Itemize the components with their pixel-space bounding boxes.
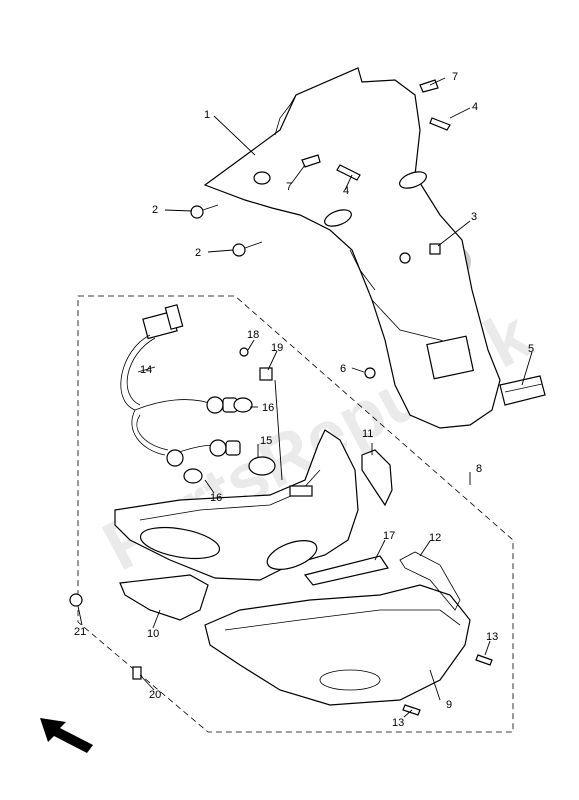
tail-light-housing <box>114 429 359 581</box>
callout-4: 4 <box>343 185 349 197</box>
callout-6: 6 <box>340 363 346 375</box>
callout-2: 2 <box>152 204 158 216</box>
rear-fender <box>203 67 501 429</box>
callout-2: 2 <box>195 247 201 259</box>
callout-16: 16 <box>262 402 274 414</box>
assembly-boundary <box>77 295 514 733</box>
reflector <box>499 375 546 406</box>
bulb-socket-middle <box>209 439 276 476</box>
bulb-socket-lower <box>166 449 203 484</box>
lens-cover <box>119 574 209 621</box>
nut-21 <box>69 593 83 607</box>
callout-7: 7 <box>286 181 292 193</box>
wiring-harness <box>120 304 216 456</box>
callout-14: 14 <box>140 364 152 376</box>
leader-lines <box>77 77 533 718</box>
callout-4: 4 <box>472 101 478 113</box>
callout-20: 20 <box>149 689 161 701</box>
callout-7: 7 <box>452 71 458 83</box>
callout-9: 9 <box>446 699 452 711</box>
clip-20 <box>132 666 142 680</box>
callout-3: 3 <box>471 211 477 223</box>
screw-2b <box>232 241 263 257</box>
callout-16: 16 <box>210 492 222 504</box>
bulb-socket-upper <box>206 396 253 414</box>
clip-7a <box>419 79 439 93</box>
callout-17: 17 <box>383 530 395 542</box>
callout-13: 13 <box>486 631 498 643</box>
callout-12: 12 <box>429 532 441 544</box>
screw-13a <box>475 654 493 666</box>
callout-18: 18 <box>247 329 259 341</box>
clip-19 <box>259 367 273 381</box>
callout-10: 10 <box>147 628 159 640</box>
clip-7b <box>301 154 321 168</box>
callout-5: 5 <box>528 343 534 355</box>
callout-15: 15 <box>260 435 272 447</box>
bolt-4b <box>336 164 361 181</box>
callout-11: 11 <box>362 428 373 440</box>
side-lens <box>361 449 393 507</box>
sub-reflector <box>303 555 389 586</box>
tail-light-lens <box>204 584 471 706</box>
callout-8: 8 <box>476 463 482 475</box>
callout-1: 1 <box>204 109 210 121</box>
arrow-pointing-front-icon <box>40 718 93 753</box>
nut-6 <box>364 367 376 379</box>
bolt-4 <box>429 117 451 131</box>
callout-21: 21 <box>74 626 86 638</box>
callout-13: 13 <box>392 717 404 729</box>
screw-18 <box>239 347 249 357</box>
screw-2a <box>190 204 219 219</box>
nut-3 <box>429 243 441 255</box>
gasket <box>399 551 461 611</box>
callout-19: 19 <box>271 342 283 354</box>
